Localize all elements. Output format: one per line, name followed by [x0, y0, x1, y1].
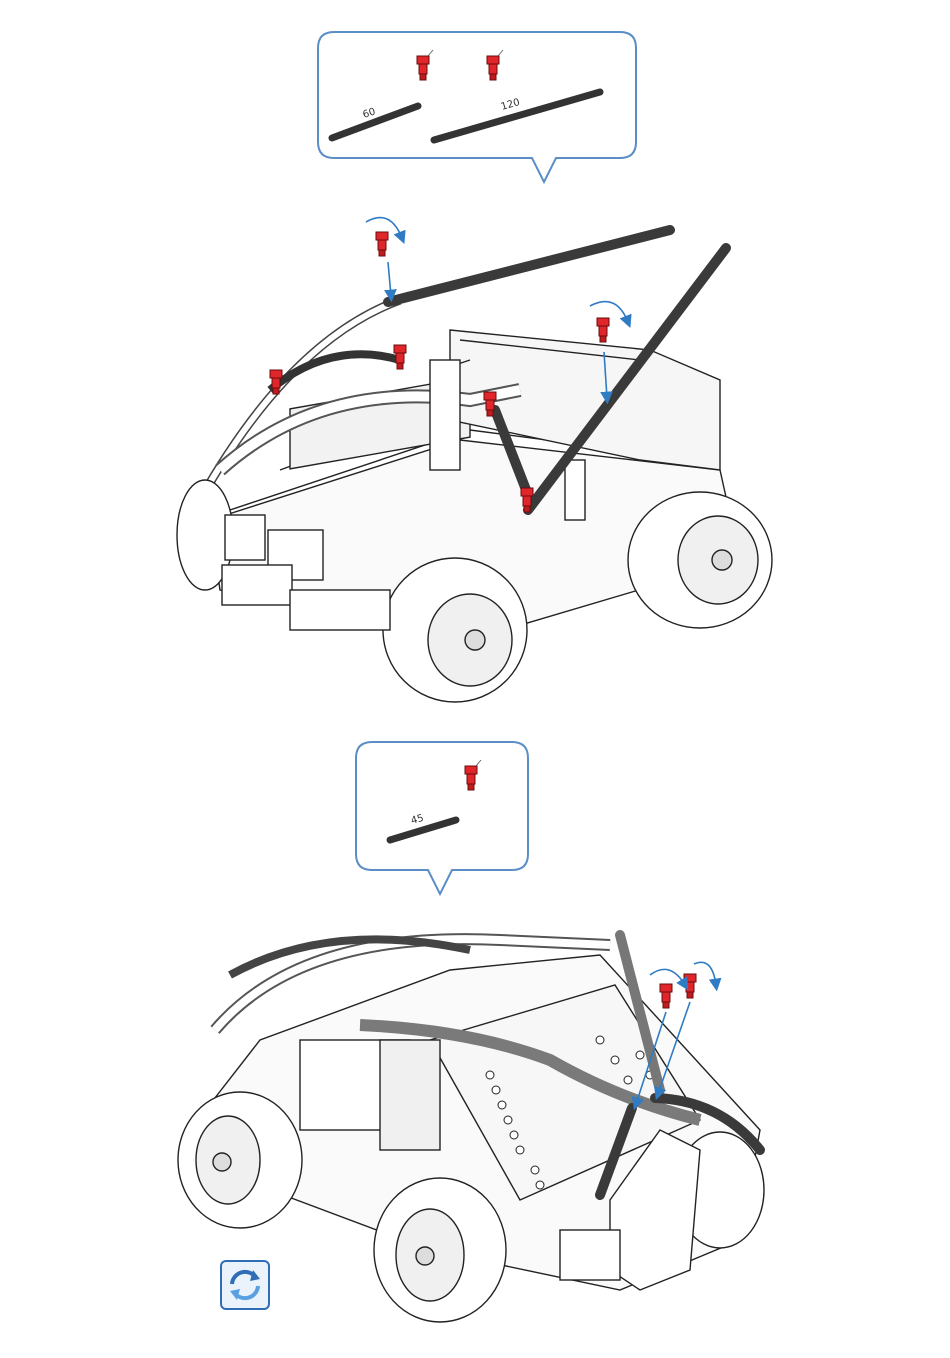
wheel-front-left	[383, 558, 527, 702]
beam-120-installed	[388, 230, 670, 302]
rotate-view-icon	[222, 1262, 268, 1308]
red-pin-insert	[376, 232, 388, 256]
red-pin-insert	[660, 984, 672, 1008]
wheel-front-right	[628, 492, 772, 628]
wheel-front-left	[374, 1178, 506, 1322]
rotate-arrow-icon	[650, 969, 685, 985]
red-pin-insert	[684, 974, 696, 998]
rotate-arrow-icon	[694, 962, 716, 985]
wheel-rear-left	[178, 1092, 302, 1228]
parts-callout-step1: 60 120	[318, 32, 636, 182]
insert-arrow	[388, 262, 391, 296]
robot-car-assembly-step1	[177, 300, 772, 702]
red-pin-placed	[394, 345, 406, 369]
rotate-view-button[interactable]	[220, 1260, 270, 1310]
red-pin-insert	[597, 318, 609, 342]
parts-callout-step2: 45	[356, 742, 528, 894]
